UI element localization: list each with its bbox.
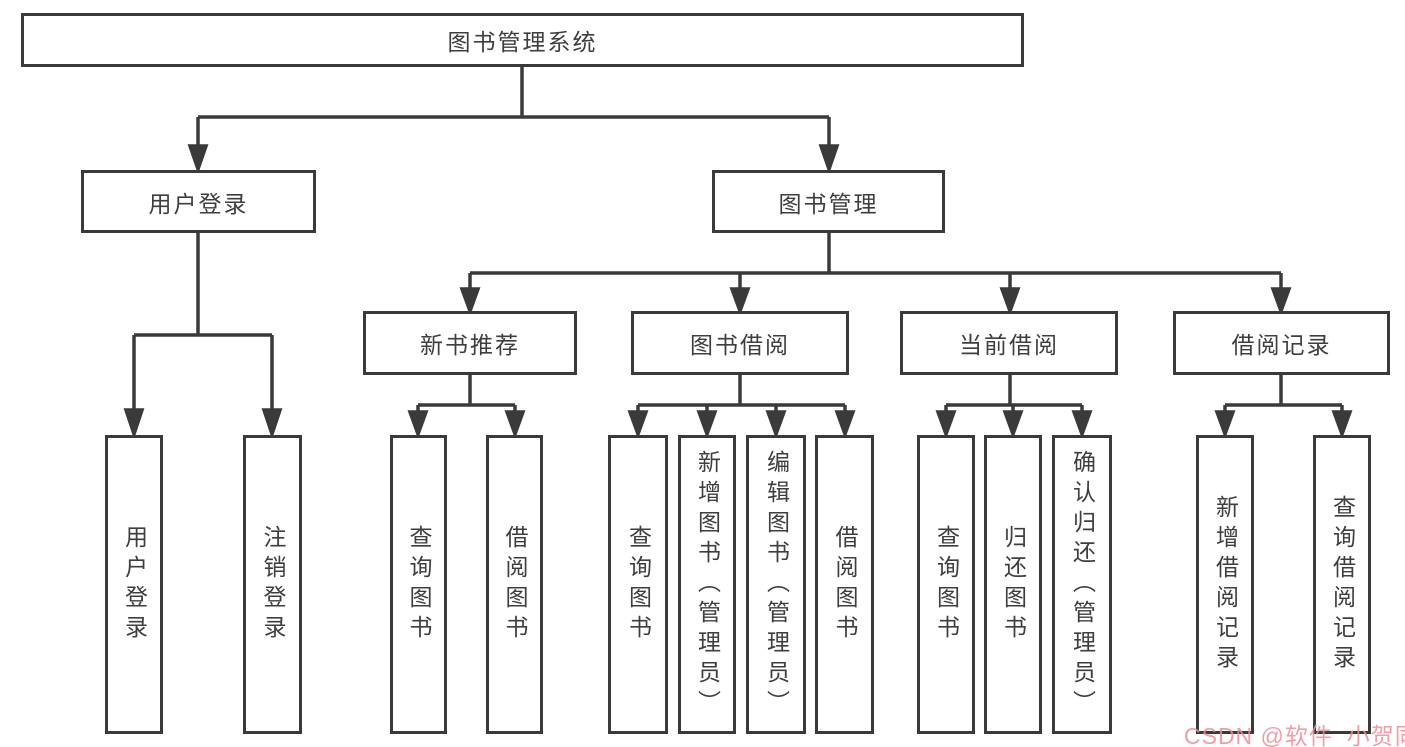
node-library-system-root: 图书管理系统 [21, 13, 1024, 67]
arrowhead-icon [1071, 410, 1093, 440]
node-label: 查询图书 [625, 524, 652, 645]
leaf-confirm-return-admin: 确认归还（管理员） [1052, 435, 1112, 734]
arrowhead-icon [696, 410, 718, 440]
connector-user-login-to-leaves [123, 233, 283, 440]
arrowhead-icon [1331, 410, 1353, 440]
connector-current-borrow-to-leaves [935, 375, 1093, 440]
node-new-book-recommend: 新书推荐 [363, 311, 577, 375]
node-label: 图书借阅 [690, 332, 790, 358]
connector-new-book-to-leaves [407, 375, 526, 440]
node-label: 查询图书 [406, 524, 432, 645]
node-label: 注销登录 [260, 524, 286, 645]
node-label: 新增借阅记录 [1212, 494, 1239, 675]
node-label: 借阅图书 [832, 524, 858, 645]
node-label: 归还图书 [1000, 524, 1027, 645]
leaf-edit-book-admin: 编辑图书（管理员） [746, 435, 806, 734]
node-label: 新增图书（管理员） [694, 449, 721, 720]
leaf-query-books-2: 查询图书 [608, 435, 668, 734]
node-label: 编辑图书（管理员） [763, 449, 790, 720]
arrowhead-icon [1270, 287, 1292, 317]
node-user-login: 用户登录 [81, 170, 316, 233]
connector-book-management-to-level3 [459, 233, 1292, 317]
node-label: 当前借阅 [959, 332, 1059, 358]
csdn-watermark: CSDN @软件_小贺同学 [1184, 723, 1405, 747]
leaf-user-login: 用户登录 [105, 435, 163, 734]
leaf-add-borrow-record: 新增借阅记录 [1196, 435, 1254, 734]
arrowhead-icon [504, 410, 526, 440]
arrowhead-icon [999, 287, 1021, 317]
arrowhead-icon [765, 410, 787, 440]
node-label: 新书推荐 [420, 332, 520, 358]
arrowhead-icon [818, 144, 840, 175]
leaf-query-books-3: 查询图书 [917, 435, 975, 734]
arrowhead-icon [261, 408, 283, 440]
node-book-borrow: 图书借阅 [631, 311, 849, 375]
node-label: 查询图书 [933, 524, 960, 645]
leaf-borrow-books-1: 借阅图书 [486, 435, 543, 734]
arrowhead-icon [187, 144, 209, 175]
arrowhead-icon [1002, 410, 1024, 440]
node-label: 确认归还（管理员） [1069, 449, 1096, 720]
arrowhead-icon [1214, 410, 1236, 440]
connector-book-borrow-to-leaves [627, 375, 856, 440]
arrowhead-icon [459, 287, 481, 317]
leaf-query-borrow-record: 查询借阅记录 [1313, 435, 1371, 734]
node-borrow-records: 借阅记录 [1173, 311, 1390, 375]
arrowhead-icon [123, 408, 145, 440]
leaf-add-book-admin: 新增图书（管理员） [678, 435, 736, 734]
node-label: 图书管理 [778, 190, 879, 217]
node-book-management: 图书管理 [712, 170, 945, 233]
connector-root-to-level2 [187, 67, 840, 175]
arrowhead-icon [834, 410, 856, 440]
node-label: 用户登录 [148, 190, 249, 217]
arrowhead-icon [729, 287, 751, 317]
arrowhead-icon [627, 410, 649, 440]
arrowhead-icon [407, 410, 429, 440]
node-label: 查询借阅记录 [1329, 494, 1356, 675]
leaf-borrow-books-2: 借阅图书 [815, 435, 874, 734]
node-label: 借阅图书 [502, 524, 528, 645]
leaf-query-books-1: 查询图书 [390, 435, 447, 734]
node-label: 图书管理系统 [447, 29, 598, 55]
node-label: 用户登录 [121, 524, 148, 645]
connector-borrow-records-to-leaves [1214, 375, 1353, 440]
leaf-return-book: 归还图书 [984, 435, 1042, 734]
node-current-borrow: 当前借阅 [900, 311, 1118, 375]
arrowhead-icon [935, 410, 957, 440]
node-label: 借阅记录 [1231, 332, 1332, 358]
leaf-logout: 注销登录 [243, 435, 302, 734]
